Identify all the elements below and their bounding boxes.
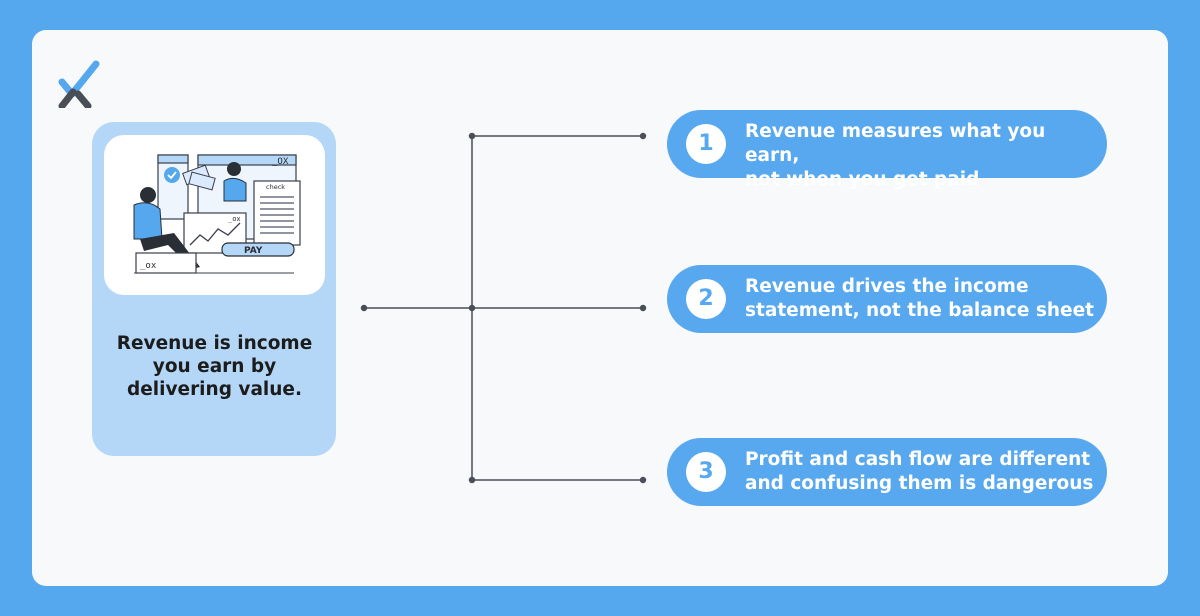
summary-text: Revenue is income you earn by delivering…	[116, 333, 313, 400]
point-3-number: 3	[686, 452, 726, 492]
point-2-number: 2	[686, 279, 726, 319]
point-2-pill: 2 Revenue drives the income statement, n…	[667, 265, 1107, 333]
point-3-pill: 3 Profit and cash flow are different and…	[667, 438, 1107, 506]
svg-text:_ox: _ox	[140, 261, 157, 271]
point-1-text: Revenue measures what you earn, not when…	[745, 121, 1046, 190]
point-2-text: Revenue drives the income statement, not…	[745, 276, 1094, 321]
point-3-text: Profit and cash flow are different and c…	[745, 449, 1094, 494]
pay-label: PAY	[244, 246, 263, 256]
brand-logo-icon	[58, 60, 100, 108]
window-controls-label: _OX	[272, 157, 289, 167]
check-label: check	[266, 183, 285, 191]
svg-text:_ox: _ox	[228, 215, 241, 223]
payment-illustration: _OX check _ox _ox PAY	[104, 135, 325, 295]
point-1-pill: 1 Revenue measures what you earn, not wh…	[667, 110, 1107, 190]
point-1-number: 1	[686, 124, 726, 164]
